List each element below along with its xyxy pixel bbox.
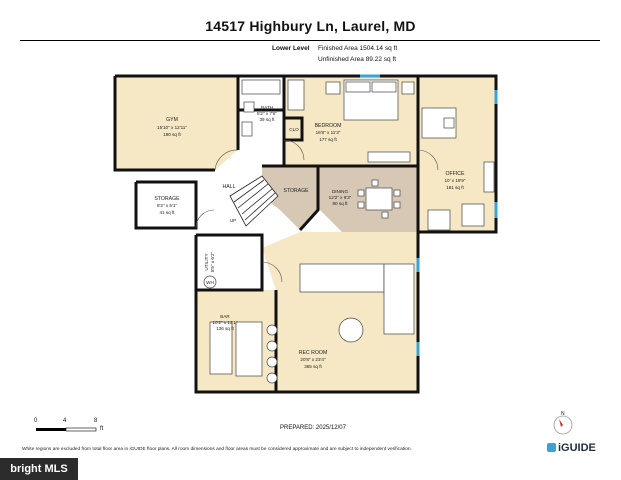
stairs: [229, 175, 279, 227]
scale-unit: ft: [100, 426, 104, 432]
rec-room-name: REC ROOM: [299, 350, 328, 356]
storage-center-floor: [262, 166, 318, 230]
walls: [113, 74, 498, 394]
nightstand: [325, 81, 341, 95]
bar-area: 136 sq ft: [216, 326, 234, 331]
gym-area: 190 sq ft: [163, 132, 181, 137]
compass-label: N: [561, 411, 565, 417]
bath-dims: 5'2" x 7'6": [257, 111, 277, 116]
storage-left-dims: 8'2" x 5'1": [157, 203, 177, 208]
gym-name: GYM: [166, 117, 178, 123]
bar-dims: 10'2" x 13'1": [212, 320, 238, 325]
sofa-bedroom: [287, 79, 305, 111]
rec-room-area: 365 sq ft: [304, 364, 322, 369]
sectional-sofa: [299, 263, 385, 293]
utility-name: UTILITY: [204, 253, 209, 270]
bath-area: 39 sq ft: [259, 117, 275, 122]
bedroom-dims: 16'8" x 11'3": [316, 130, 341, 135]
office-dims: 10' x 19'9": [444, 178, 465, 183]
page-title: 14517 Highbury Ln, Laurel, MD: [205, 18, 416, 34]
unfinished-area: Unfinished Area 89.22 sq ft: [318, 56, 397, 63]
storage-center-name: STORAGE: [283, 188, 309, 194]
armchair: [427, 209, 451, 231]
office-name: OFFICE: [445, 171, 465, 177]
scale-bar: [36, 427, 97, 432]
level-label: Lower Level: [272, 45, 310, 52]
stairs-up-label: UP: [230, 218, 236, 223]
dresser: [367, 151, 411, 163]
scale-label-4: 4: [63, 418, 67, 424]
bedroom-name: BEDROOM: [315, 123, 342, 129]
utility-dims: 8'5" x 6'2": [210, 252, 215, 272]
bath-name: BATH: [261, 105, 273, 110]
title-divider: [20, 40, 600, 41]
sink: [241, 121, 253, 137]
bathtub: [241, 79, 281, 95]
storage-left-name: STORAGE: [154, 196, 180, 202]
gym-floor: [115, 76, 238, 170]
doors: [195, 139, 439, 283]
hall-name: HALL: [223, 184, 236, 190]
iguide-icon: [547, 443, 556, 452]
watermark-logo: bright MLS: [0, 458, 78, 480]
compass-icon: N: [553, 411, 573, 435]
coffee-table: [338, 317, 364, 343]
dining-dims: 12'2" x 6'3": [329, 195, 352, 200]
water-heater-label: WH: [206, 280, 214, 285]
clo-name: CLO: [289, 127, 299, 132]
scale-label-8: 8: [94, 418, 98, 424]
bar-name: BAR: [220, 314, 230, 319]
nightstand: [401, 81, 415, 95]
office-chair: [443, 117, 455, 129]
brand-logo: iGUIDE: [547, 442, 596, 454]
disclaimer-text: White regions are excluded from total fl…: [22, 447, 412, 452]
office-area: 181 sq ft: [446, 185, 464, 190]
rec-room-dims: 20'8" x 23'4": [300, 357, 326, 362]
storage-left-area: 41 sq ft: [159, 210, 175, 215]
armchair: [461, 203, 485, 227]
bar-counter: [235, 321, 263, 377]
dining-name: DINING: [332, 189, 349, 194]
scale-label-0: 0: [34, 418, 38, 424]
furniture: [203, 79, 495, 384]
prepared-date: PREPARED: 2025/12/07: [280, 425, 346, 431]
room-labels: GYM 15'10" x 12'11" 190 sq ft BATH 5'2" …: [154, 105, 466, 369]
gym-dims: 15'10" x 12'11": [157, 125, 187, 130]
dining-area: 80 sq ft: [332, 201, 348, 206]
water-heater: [203, 275, 217, 289]
toilet: [243, 101, 255, 113]
finished-area: Finished Area 1504.14 sq ft: [318, 45, 398, 52]
dining-table: [365, 187, 393, 211]
bedroom-area: 177 sq ft: [319, 137, 337, 142]
brand-name: iGUIDE: [558, 442, 596, 454]
bookshelf: [483, 161, 495, 193]
windows: [360, 74, 498, 356]
